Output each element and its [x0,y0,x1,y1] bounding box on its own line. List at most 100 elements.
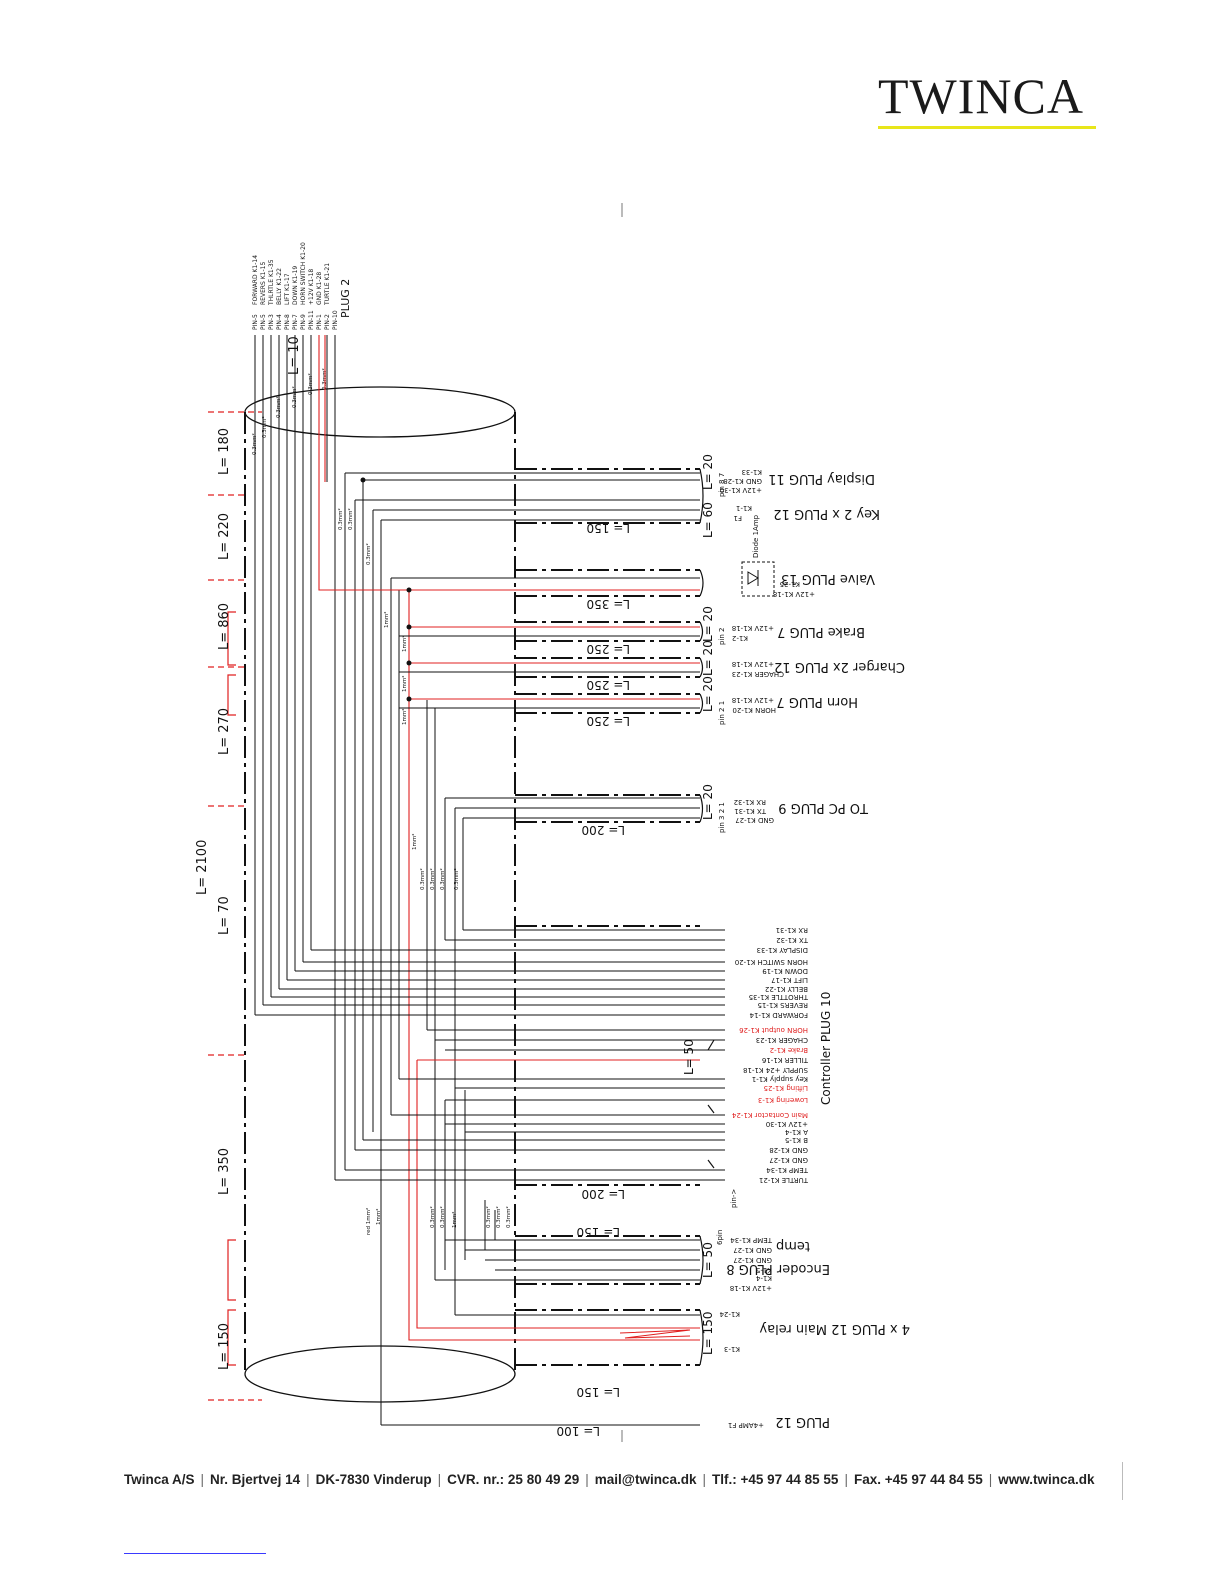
conn-display-title: Display PLUG 11 [768,471,875,486]
controller-signal-7: BELLY K1-22 [765,985,808,993]
trunk-length-4: L= 270 [217,708,232,755]
wire-size-11: 1mm² [401,636,408,652]
controller-signal-13: Brake K1-2 [770,1046,808,1054]
diode-note: Diode 1Amp [752,514,760,558]
branch-length-5: L= 250 [587,714,630,728]
conn-length-9: L= 150 [701,1312,715,1355]
controller-signal-18: Lowering K1-3 [758,1096,808,1104]
plug2-signal-7: HORN SWITCH K1-20 [300,242,307,305]
footer-contact: Twinca A/S|Nr. Bjertvej 14|DK-7830 Vinde… [124,1472,1095,1487]
conn-length-4: L= 20 [701,640,715,676]
connector-ends [699,468,715,1366]
conn-relay-title: 4 x PLUG 12 Main relay [759,1321,910,1336]
controller-signal-8: THROTTLE K1-35 [749,993,809,1001]
encoder-signal-2: GND K1-27 [733,1246,772,1254]
connector-signal-labels: K1-33 GND K1-28 +12V K1-30 K1-1 F1 K1-25… [719,468,815,1429]
wire-size-12: 1mm² [401,676,408,692]
plug2-pin-4: PIN-4 [276,314,283,330]
wire-size-14: 1mm² [411,834,418,850]
trunk-length-8: L= 150 [217,1323,232,1370]
conn-length-5: L= 20 [701,676,715,712]
footer-fax: Fax. +45 97 44 84 55 [853,1472,983,1487]
conn-encoder-title: Encoder PLUG 8 [726,1261,830,1276]
pc-pins: pin 3 2 1 [718,802,726,833]
plug2-pin-5: PIN-8 [284,314,291,330]
key-sig-2: F1 [734,514,742,522]
wire-size-2: 0.3mm² [261,416,268,438]
display-pins: pin 8 7 [718,473,726,497]
plug2-signal-4: BELLY K1-22 [276,268,283,305]
display-sig-2: GND K1-28 [723,477,762,485]
controller-signal-24: GND K1-27 [769,1156,808,1164]
controller-signal-10: FORWARD K1-14 [749,1011,808,1019]
branch-length-3: L= 250 [587,642,630,656]
wire-size-21: 0.3mm² [429,1206,436,1228]
wire-size-9: 0.3mm² [365,543,372,565]
controller-signal-4: HORN SWITCH K1-20 [735,958,808,966]
plug2-pin-3: PIN-3 [268,314,275,330]
conn-length-3: L= 20 [701,606,715,642]
wire-size-20: 1mm² [375,1209,382,1225]
pin-marker: pin-> [730,1189,738,1208]
footer-divider [1122,1462,1123,1500]
conn-length-2: L= 60 [701,502,715,538]
conn-length-7: L= 50 [682,1039,696,1075]
controller-signal-14: TILLER K1-16 [761,1056,809,1064]
branch-wires [345,472,700,819]
junction-dots [360,477,412,702]
footer-email[interactable]: mail@twinca.dk [594,1472,697,1487]
conn-key-title: Key 2 x PLUG 12 [773,506,880,521]
controller-signal-5: DOWN K1-19 [762,967,808,975]
connector-length-labels: L= 20 L= 60 L= 20 L= 20 L= 20 L= 20 L= 5… [682,454,715,1355]
pc-sig-2: TX K1-31 [734,807,767,815]
footer-web[interactable]: www.twinca.dk [998,1472,1095,1487]
display-sig-1: K1-33 [742,468,762,476]
horn-sig-2: HORN K1-20 [732,706,776,714]
encoder-signal-4: K1-5 [756,1266,772,1274]
wire-size-7: 0.3mm² [337,508,344,530]
conn-brake-title: Brake PLUG 7 [777,624,865,639]
branch-length-1: L= 150 [587,521,630,535]
encoder-signal-6: +12V K1-18 [730,1284,772,1292]
encoder-signal-5: K1-4 [755,1274,772,1282]
controller-signal-2: TX K1-32 [776,936,809,944]
footer-cvr: CVR. nr.: 25 80 49 29 [447,1472,580,1487]
horn-sig-1: +12V K1-18 [732,696,774,704]
conn-pc-title: TO PC PLUG 9 [778,800,869,815]
relay-sig-1: K1-24 [719,1310,740,1318]
controller-signal-6: LIFT K1-17 [771,976,808,984]
conn-length-1: L= 20 [701,454,715,490]
wire-size-19: red 1mm² [365,1208,372,1235]
conn-plug12-title: PLUG 12 [775,1414,830,1429]
controller-signal-17: Lifting K1-25 [764,1084,808,1092]
trunk-segment-marks [208,411,262,1401]
pc-sig-3: GND K1-27 [735,816,774,824]
controller-title: Controller PLUG 10 [819,992,833,1105]
conn-temp-title: temp [776,1238,810,1253]
wire-size-25: 0.3mm² [495,1206,502,1228]
encoder-pins: 6pin [716,1230,724,1245]
plug2-pin-6: PIN-7 [292,314,299,330]
controller-signal-1: RX K1-31 [776,926,808,934]
branch-length-10: L= 100 [557,1424,600,1438]
valve-sig-1: K1-25 [780,580,800,588]
plug2-pin-7: PIN-9 [300,314,307,330]
trunk-length-2: L= 220 [217,513,232,560]
horn-pins: pin 2 1 [718,701,726,725]
branch-length-labels: L= 150 L= 350 L= 250 L= 250 L= 250 L= 20… [557,521,630,1438]
encoder-signal-1: TEMP K1-34 [730,1236,773,1244]
conn-length-8: L= 50 [701,1242,715,1278]
branch-sleeves [515,468,700,1366]
display-sig-3: +12V K1-30 [720,486,762,494]
plug12-sig-1: +4AMP F1 [728,1421,764,1429]
controller-signal-3: DISPLAY K1-33 [757,946,808,954]
controller-signal-22: B K1-5 [785,1136,808,1144]
conn-valve-title: Valve PLUG 13 [781,571,875,586]
plug2-pin-9: PIN-1 [316,314,323,330]
controller-signal-16: Key supply K1-1 [752,1075,808,1083]
pc-sig-1: RX K1-32 [734,798,766,806]
plug2-signal-9: GND K1-28 [316,272,323,305]
